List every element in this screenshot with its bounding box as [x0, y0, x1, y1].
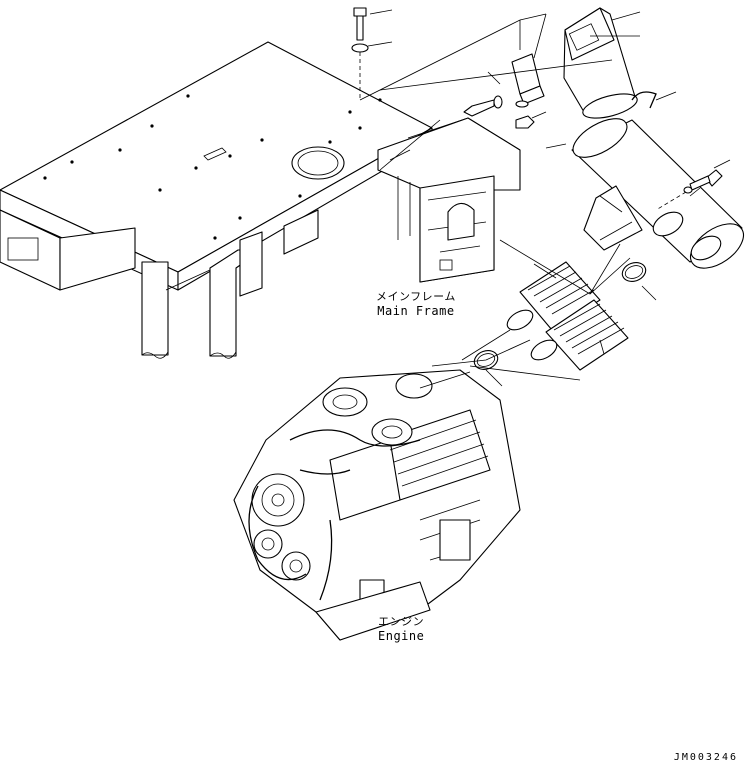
- support-legs: [141, 209, 319, 359]
- fastener-bolts: [351, 7, 723, 211]
- engine-label-jp: エンジン: [378, 615, 425, 628]
- bellows-joints: [473, 261, 647, 371]
- main-frame-label-en: Main Frame: [377, 304, 455, 318]
- main-frame: [377, 117, 521, 283]
- engine-assembly: [233, 369, 521, 641]
- exhaust-silencer: [563, 7, 744, 269]
- engine-label: エンジン Engine: [378, 615, 424, 643]
- leader-lines: [359, 9, 731, 389]
- drawing-id: JM003246: [673, 752, 738, 763]
- deck-platform: [0, 41, 433, 291]
- main-frame-label: メインフレーム Main Frame: [376, 290, 456, 318]
- main-frame-label-jp: メインフレーム: [376, 290, 456, 303]
- engine-label-en: Engine: [378, 629, 425, 643]
